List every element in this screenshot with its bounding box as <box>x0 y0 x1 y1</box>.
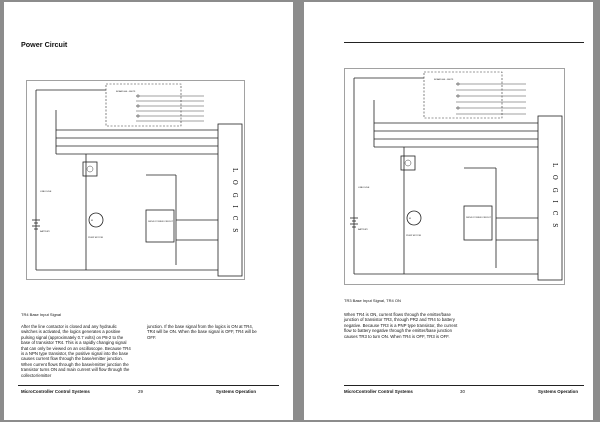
right-page: BOARD AS - 86079 M PUMP MOTOR <box>304 2 593 420</box>
power-circuit-diagram: BOARD AS - 86079 M <box>26 80 245 280</box>
pump-motor-label: PUMP MOTOR <box>88 237 103 239</box>
battery-label: BATTERY <box>40 230 50 233</box>
board-label: BOARD AS - 86079 <box>116 90 136 93</box>
board-label: BOARD AS - 86079 <box>434 78 454 81</box>
paragraph-1: When TR4 is ON, current flows through th… <box>344 312 458 339</box>
battery-label: BATTERY <box>358 228 368 231</box>
line-fuse-label: LINE FUSE <box>358 187 370 189</box>
svg-text:M: M <box>91 220 93 222</box>
power-circuit-diagram: BOARD AS - 86079 M PUMP MOTOR <box>344 68 565 285</box>
footer-right: Systems Operation <box>538 389 579 394</box>
footer-left: MicroController Control Systems <box>21 389 90 394</box>
svg-text:M: M <box>409 218 411 220</box>
pump-motor-label: PUMP MOTOR <box>406 235 421 237</box>
paragraph-2: junction. If the base signal from the lo… <box>147 324 257 340</box>
page-number: 29 <box>138 389 143 394</box>
drive-circuit-label: DRIVE POWER CIRCUIT <box>466 217 492 219</box>
left-page: Power Circuit BOARD AS - 86079 <box>4 2 293 420</box>
logics-label: L O G I C S <box>231 168 238 235</box>
paragraph-1: After the line contactor is closed and a… <box>21 324 131 378</box>
figure-caption: TR4 Base Input Signal <box>21 312 62 317</box>
footer-rule <box>344 385 584 386</box>
drive-circuit-label: DRIVE POWER CIRCUIT <box>148 221 174 223</box>
figure-caption: TR3 Base Input Signal, TR4 ON <box>344 298 401 303</box>
page-title: Power Circuit <box>21 40 68 49</box>
footer-right: Systems Operation <box>216 389 257 394</box>
header-rule <box>344 42 584 43</box>
page-number: 30 <box>460 389 465 394</box>
footer-rule <box>18 385 279 386</box>
line-fuse-label: LINE FUSE <box>40 191 52 193</box>
footer-left: MicroController Control Systems <box>344 389 413 394</box>
logics-label: L O G I C S <box>551 163 558 230</box>
